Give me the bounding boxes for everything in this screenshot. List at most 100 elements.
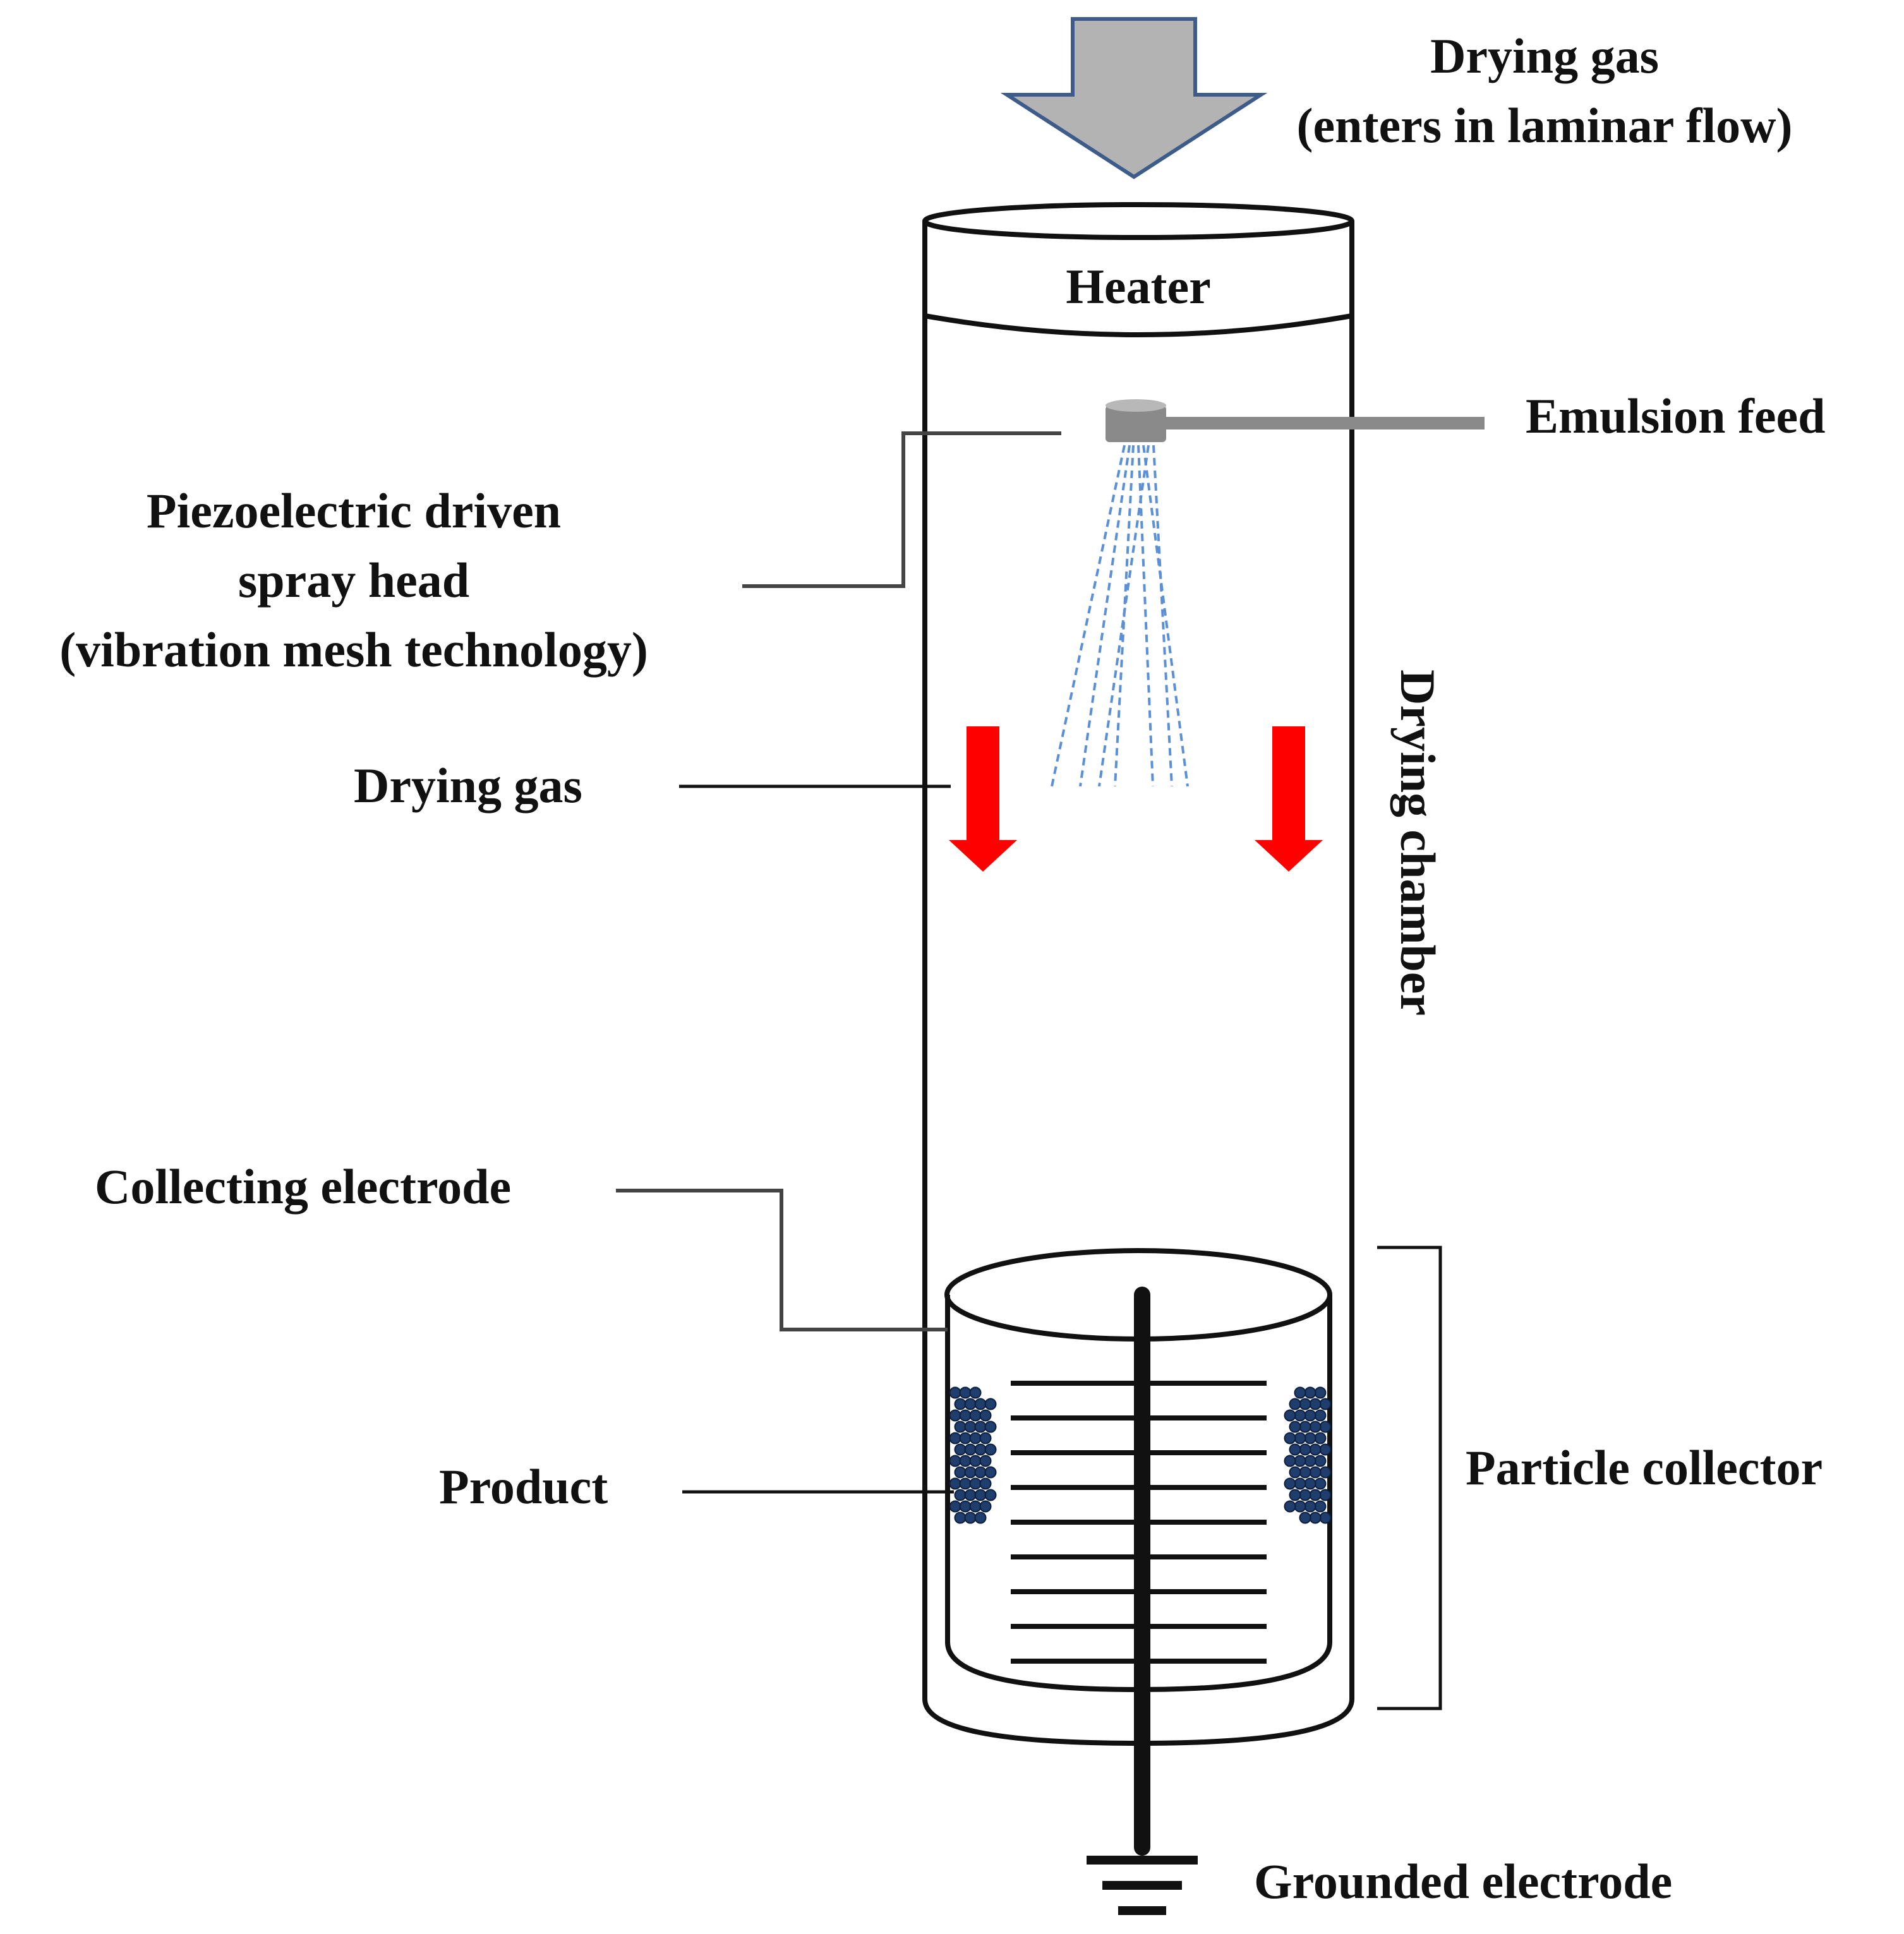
drying-gas-side-label: Drying gas [354,758,582,813]
emulsion-feed-pipe [1162,417,1485,429]
product-particle [1289,1420,1301,1433]
product-particles-right [1284,1386,1332,1524]
product-particle [964,1489,977,1501]
product-particle [1289,1466,1301,1479]
drying-gas-inlet-arrow [1000,17,1268,179]
product-particle [1309,1489,1322,1501]
product-particle [1309,1511,1322,1524]
drying-gas-top-sublabel: (enters in laminar flow) [1297,98,1793,153]
drying-chamber-label: Drying chamber [1390,670,1445,1016]
spray-nozzle-top [1106,399,1166,412]
product-particle [969,1386,982,1399]
product-particle [1319,1489,1332,1501]
product-particle [949,1500,961,1513]
product-particle [984,1398,997,1410]
product-particle [964,1398,977,1410]
product-particle [974,1398,987,1410]
collecting-electrode-label: Collecting electrode [95,1159,511,1214]
product-label: Product [439,1459,608,1514]
product-particle [949,1432,961,1444]
product-particle [974,1466,987,1479]
product-particle [1284,1409,1296,1422]
product-particle [1289,1398,1301,1410]
product-particle [964,1511,977,1524]
particle-collector-bracket [1377,1246,1442,1710]
product-particle [964,1420,977,1433]
product-particle [1304,1386,1317,1399]
product-particle [974,1443,987,1456]
product-particle [954,1466,967,1479]
product-particle [1314,1432,1327,1444]
product-particle [1314,1477,1327,1490]
chamber-top-rim [922,202,1354,240]
product-particle [954,1398,967,1410]
product-particle [959,1386,972,1399]
spray-head-label-line1: Piezoelectric driven [147,483,561,538]
product-particle [969,1409,982,1422]
product-particle [1299,1420,1311,1433]
collecting-electrode-leader-line [616,1189,948,1331]
product-particle [1294,1409,1306,1422]
product-particle [1319,1398,1332,1410]
product-particle [1294,1386,1306,1399]
product-particle [954,1443,967,1456]
product-particle [1314,1500,1327,1513]
product-particle [1289,1443,1301,1456]
product-particle [949,1455,961,1467]
product-particle [974,1489,987,1501]
product-particle [969,1432,982,1444]
grounded-electrode-label: Grounded electrode [1254,1854,1672,1909]
product-particle [1289,1489,1301,1501]
product-particle [1284,1455,1296,1467]
drying-gas-arrow-left [949,726,1017,872]
product-particle [959,1455,972,1467]
product-particle [954,1420,967,1433]
product-particle [964,1443,977,1456]
drying-gas-arrow-right [1255,726,1323,872]
product-particle [1294,1455,1306,1467]
product-particle [949,1477,961,1490]
product-particle [954,1511,967,1524]
product-particle [1304,1477,1317,1490]
product-particle [959,1500,972,1513]
product-particle [1319,1420,1332,1433]
ground-icon [1087,1856,1198,1915]
product-particle [969,1477,982,1490]
product-particle [959,1432,972,1444]
spray-head-label-line2: spray head [238,553,469,608]
product-particles-left [949,1386,997,1524]
product-particle [1319,1511,1332,1524]
product-particle [979,1455,992,1467]
product-particle [1309,1420,1322,1433]
product-particle [1304,1455,1317,1467]
product-particle [984,1489,997,1501]
product-particle [974,1420,987,1433]
product-particle [1299,1398,1311,1410]
spray-head [1106,399,1485,442]
product-particle [1319,1443,1332,1456]
product-particle [1304,1432,1317,1444]
product-particle [1304,1409,1317,1422]
product-particle [949,1386,961,1399]
particle-collector-label: Particle collector [1466,1440,1823,1495]
product-particle [1309,1443,1322,1456]
product-particle [984,1443,997,1456]
product-particle [949,1409,961,1422]
product-particle [979,1500,992,1513]
emulsion-feed-label: Emulsion feed [1526,388,1826,443]
product-particle [959,1409,972,1422]
product-particle [1294,1500,1306,1513]
product-particle [1294,1477,1306,1490]
product-particle [1299,1511,1311,1524]
product-particle [1294,1432,1306,1444]
product-particle [984,1420,997,1433]
product-particle [1309,1466,1322,1479]
spray-nozzle [1106,405,1166,442]
product-particle [969,1455,982,1467]
product-particle [1314,1455,1327,1467]
product-particle [1309,1398,1322,1410]
product-particle [959,1477,972,1490]
product-particle [1304,1500,1317,1513]
product-particle [1314,1386,1327,1399]
